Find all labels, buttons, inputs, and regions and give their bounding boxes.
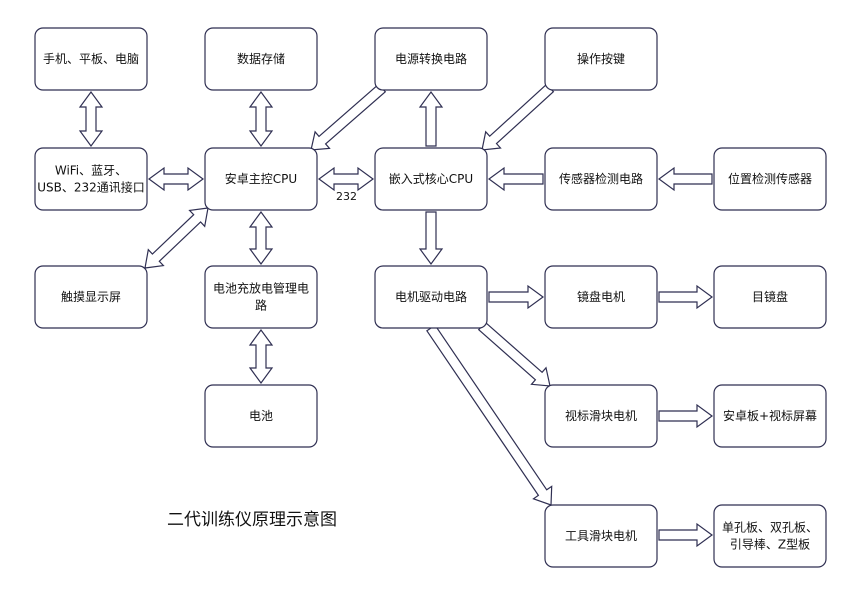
block-buttons-label: 操作按键: [577, 51, 625, 66]
block-android-frame: [204, 147, 318, 211]
block-power-frame: [374, 27, 488, 91]
arrow-lensmotor-eyepiece: [658, 284, 714, 310]
block-sensor: 传感器检测电路: [544, 147, 658, 211]
block-cursor-label: 视标滑块电机: [565, 408, 637, 423]
arrow-android-touch: [144, 207, 209, 269]
block-screen-frame: [713, 384, 827, 448]
arrow-comm-android: [147, 166, 205, 192]
block-boards: 单孔板、双孔板、引导棒、Z型板: [713, 504, 827, 568]
block-pos-frame: [713, 147, 827, 211]
diagram-blocks: 手机、平板、电脑 数据存储 电源转换电路 操作按键 WiFi、蓝牙、 USB、232通讯接…: [34, 27, 827, 568]
block-touch-frame: [34, 265, 148, 329]
block-touch-label: 触摸显示屏: [61, 290, 121, 304]
block-tool: 工具滑块电机: [544, 504, 658, 568]
block-eyepiece: 目镜盘: [713, 265, 827, 329]
block-motor-frame: [374, 265, 488, 329]
block-lensmotor: 镜盘电机: [544, 265, 658, 329]
block-battmgmt-label: 路: [255, 298, 267, 313]
block-comm-label: WiFi、蓝牙、: [55, 164, 127, 178]
arrow-android-battmgmt: [248, 210, 274, 266]
block-battmgmt-label: 电池充放电管理电: [213, 281, 309, 296]
block-buttons: 操作按键: [544, 27, 658, 91]
block-tool-label: 工具滑块电机: [565, 529, 637, 543]
arrow-cursor-screen: [658, 403, 714, 429]
arrow-buttons-embedded: [481, 83, 555, 151]
block-embedded: 嵌入式核心CPU: [374, 147, 488, 211]
block-android-label: 安卓主控CPU: [225, 171, 297, 186]
block-lensmotor-frame: [544, 265, 658, 329]
arrow-motor-cursor: [477, 321, 551, 387]
connector-arrows: [78, 83, 714, 548]
arrow-storage-android: [248, 90, 274, 148]
block-cursor-frame: [544, 384, 658, 448]
arrow-embedded-motor: [418, 211, 444, 266]
link-label-232: 232: [336, 190, 357, 203]
block-boards-frame: [713, 504, 827, 568]
block-sensor-label: 传感器检测电路: [559, 171, 643, 186]
block-storage-label: 数据存储: [237, 51, 285, 66]
block-storage-frame: [204, 27, 318, 91]
block-embedded-frame: [374, 147, 488, 211]
block-devices-label: 手机、平板、电脑: [43, 52, 139, 66]
arrow-motor-tool: [426, 324, 553, 506]
arrow-embedded-power: [418, 90, 444, 147]
arrow-tool-boards: [658, 522, 714, 548]
arrow-android-embedded: [317, 166, 375, 192]
arrow-sensor-embedded: [487, 166, 544, 192]
block-embedded-label: 嵌入式核心CPU: [389, 172, 473, 186]
block-power-label: 电源转换电路: [395, 51, 467, 66]
block-devices: 手机、平板、电脑: [34, 27, 148, 91]
arrow-battmgmt-battery: [248, 328, 274, 385]
block-battery-label: 电池: [249, 409, 273, 423]
arrow-power-android: [310, 83, 387, 151]
block-power: 电源转换电路: [374, 27, 488, 91]
block-boards-label: 引导棒、Z型板: [730, 538, 810, 552]
block-eyepiece-frame: [713, 265, 827, 329]
block-lensmotor-label: 镜盘电机: [577, 289, 625, 304]
arrow-devices-comm: [78, 90, 104, 148]
block-battery: 电池: [204, 384, 318, 448]
block-battmgmt-frame: [204, 265, 318, 329]
block-pos-label: 位置检测传感器: [728, 171, 812, 186]
block-comm-frame: [34, 147, 148, 211]
block-buttons-frame: [544, 27, 658, 91]
block-eyepiece-label: 目镜盘: [752, 289, 788, 304]
block-android: 安卓主控CPU: [204, 147, 318, 211]
block-sensor-frame: [544, 147, 658, 211]
block-devices-frame: [34, 27, 148, 91]
block-boards-label: 单孔板、双孔板、: [722, 521, 818, 535]
arrow-pos-sensor: [657, 166, 713, 192]
block-motor: 电机驱动电路: [374, 265, 488, 329]
block-screen-label: 安卓板+视标屏幕: [723, 408, 817, 423]
block-touch: 触摸显示屏: [34, 265, 148, 329]
block-storage: 数据存储: [204, 27, 318, 91]
block-screen: 安卓板+视标屏幕: [713, 384, 827, 448]
block-pos: 位置检测传感器: [713, 147, 827, 211]
block-comm-label: USB、232通讯接口: [37, 180, 145, 195]
diagram-title: 二代训练仪原理示意图: [167, 510, 337, 530]
block-comm: WiFi、蓝牙、 USB、232通讯接口: [34, 147, 148, 211]
block-battery-frame: [204, 384, 318, 448]
block-tool-frame: [544, 504, 658, 568]
arrow-motor-lensmotor: [488, 284, 545, 310]
block-motor-label: 电机驱动电路: [395, 289, 467, 304]
block-cursor: 视标滑块电机: [544, 384, 658, 448]
